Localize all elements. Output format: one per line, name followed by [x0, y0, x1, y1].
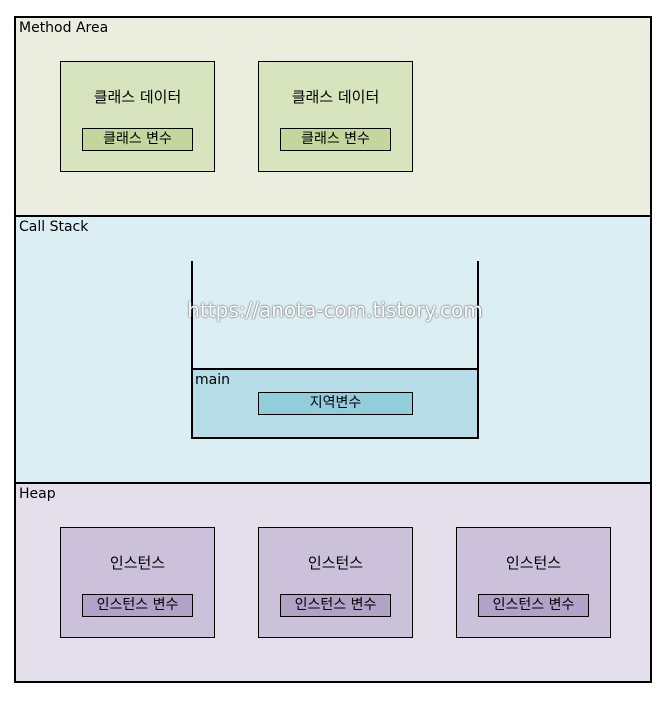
- instance-box: 인스턴스 인스턴스 변수: [258, 527, 413, 638]
- instance-title: 인스턴스: [109, 554, 166, 572]
- instance-title: 인스턴스: [307, 554, 364, 572]
- heap-area: Heap 인스턴스 인스턴스 변수 인스턴스 인스턴스 변수 인스턴스 인스턴스…: [14, 482, 652, 683]
- heap-label: Heap: [19, 486, 56, 502]
- method-area-label: Method Area: [19, 20, 109, 36]
- instance-title: 인스턴스: [505, 554, 562, 572]
- class-variable: 클래스 변수: [82, 128, 193, 151]
- call-stack-area: Call Stack main 지역변수: [14, 215, 652, 484]
- instance-variable: 인스턴스 변수: [82, 594, 193, 617]
- main-frame-label: main: [195, 372, 230, 388]
- instance-box: 인스턴스 인스턴스 변수: [60, 527, 215, 638]
- method-area: Method Area 클래스 데이터 클래스 변수 클래스 데이터 클래스 변…: [14, 16, 652, 217]
- class-data-title: 클래스 데이터: [93, 88, 182, 106]
- watermark-text: https://anota-com.tistory.com: [187, 298, 483, 322]
- main-stack-frame: main 지역변수: [193, 368, 477, 437]
- instance-variable: 인스턴스 변수: [478, 594, 589, 617]
- class-data-box: 클래스 데이터 클래스 변수: [60, 61, 215, 172]
- instance-box: 인스턴스 인스턴스 변수: [456, 527, 611, 638]
- call-stack-label: Call Stack: [19, 219, 89, 235]
- class-data-box: 클래스 데이터 클래스 변수: [258, 61, 413, 172]
- class-variable: 클래스 변수: [280, 128, 391, 151]
- local-variable: 지역변수: [258, 392, 413, 415]
- class-data-title: 클래스 데이터: [291, 88, 380, 106]
- instance-variable: 인스턴스 변수: [280, 594, 391, 617]
- stack-container: main 지역변수: [191, 261, 479, 439]
